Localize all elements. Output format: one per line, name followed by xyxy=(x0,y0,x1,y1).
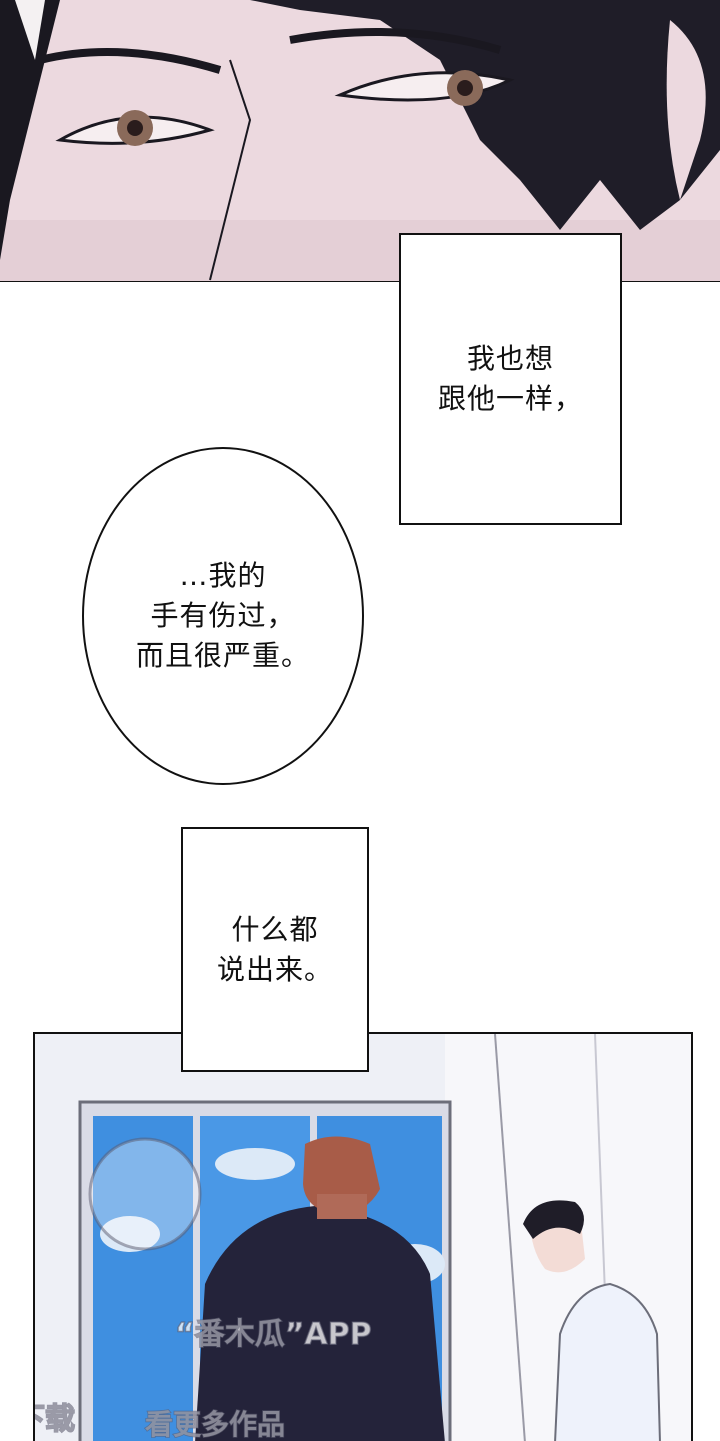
caption-line: 什么都 xyxy=(231,912,319,946)
room-panel: “番木瓜”APP 下载 看更多作品 xyxy=(33,1032,693,1441)
bubble-line: 手有伤过， xyxy=(150,599,296,632)
caption-line: 我也想 xyxy=(466,342,554,375)
bubble-line: 而且很严重。 xyxy=(135,639,310,672)
speech-bubble: …我的 手有伤过， 而且很严重。 xyxy=(82,447,364,785)
caption-box-1-text: 我也想 跟他一样， xyxy=(438,339,583,419)
watermark-app-text: “番木瓜”APP xyxy=(175,1317,372,1352)
watermark-logo-icon xyxy=(88,1137,202,1251)
caption-line: 跟他一样， xyxy=(437,382,583,415)
caption-box-2-text: 什么都 说出来。 xyxy=(217,910,333,990)
room-illustration xyxy=(35,1034,691,1441)
bubble-line: …我的 xyxy=(179,559,267,592)
watermark-more-text: 看更多作品 xyxy=(145,1408,285,1441)
watermark-overlay: “番木瓜”APP 下载 看更多作品 xyxy=(35,1137,372,1441)
closeup-panel xyxy=(0,0,720,282)
caption-line: 说出来。 xyxy=(216,952,333,986)
speech-bubble-text: …我的 手有伤过， 而且很严重。 xyxy=(136,556,310,676)
caption-box-2: 什么都 说出来。 xyxy=(181,827,369,1072)
watermark-download-text: 下载 xyxy=(35,1402,75,1437)
caption-box-1: 我也想 跟他一样， xyxy=(399,233,622,525)
closeup-illustration xyxy=(0,0,720,282)
